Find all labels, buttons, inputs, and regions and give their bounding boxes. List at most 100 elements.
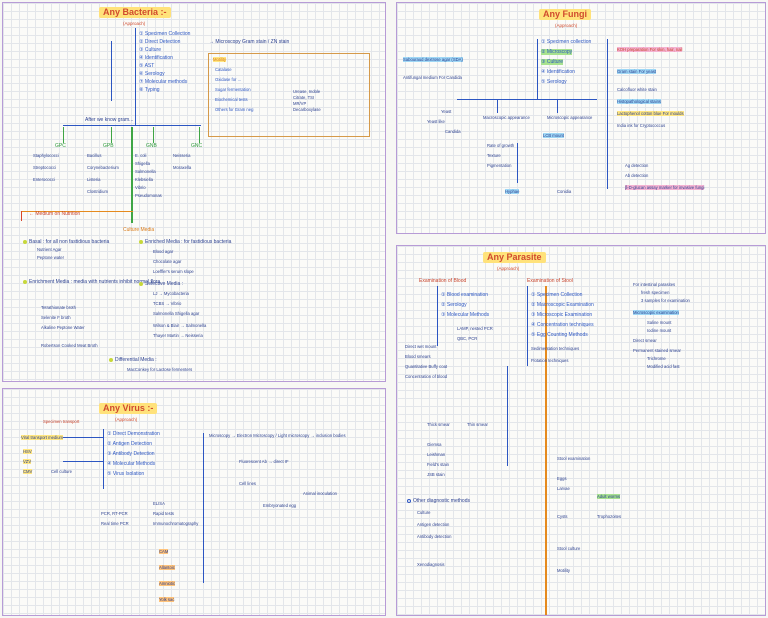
tree-growth-rate: Rate of growth [487,143,515,148]
wilson-blair: Wilson & Blair → Salmonella [153,323,207,328]
stool-larvae: Larvae [557,486,570,491]
step-ast: ⑤ AST [139,63,155,69]
egg-cam: CAM [159,549,169,554]
bdg-note: β-D-glucan assay marker for invasive fun… [625,185,705,190]
id-urease: Urease, Indole [293,89,321,94]
org-shigella: Shigella [135,161,150,166]
selective-media: Selective Media : [145,281,184,287]
virus-step-molecular: ④ Molecular Methods [107,461,156,467]
stool-trophozoites: Trophozoites [597,514,622,519]
identification-box [208,53,370,137]
org-vibrio: Vibrio [135,185,146,190]
id-citrate: Citrate, TSI [293,95,315,100]
tree-hyphae: Hyphae [505,189,520,194]
org-pseudomonas: Pseudomonas [135,193,162,198]
connector-line [457,99,597,100]
par-ab-detection: Antibody detection [417,534,452,539]
col-head-gpb: GPB [103,143,114,149]
tree-lcb: LCB mount [543,133,564,138]
ag-ict: Immunochromatography [153,521,199,526]
parasite-sheet: Any Parasite (Approach) Examination of B… [396,245,766,616]
macconkey: MacConkey for Lactose fermenters [127,367,193,372]
after-gram-note: After we know gram... [85,117,134,123]
saline-mount: Saline mount [647,320,672,325]
chocolate-agar: Chocolate agar [153,259,182,264]
virus-sheet: Any Virus :- (Approach) Specimen transpo… [2,388,386,616]
par-culture: Culture [417,510,431,515]
id-oxidase: Oxidase for ... [215,77,242,82]
tcbs: TCBS → Vibrio [153,301,182,306]
mod-afs: Modified acid fast [647,364,680,369]
cmv-label: CMV [23,469,33,474]
koh-note: KOH preparation For skin, hair, nail [617,47,683,52]
connector-line [21,211,22,221]
blood-agar: Blood agar [153,249,174,254]
culture-media-heading: Culture Media [123,227,155,233]
micro-exam-note: Microscopic examination [633,310,679,315]
exam-stool-heading: Examination of Stool [527,278,573,284]
id-gram-neg: Others for Gram neg [215,107,254,112]
connector-line [63,125,201,126]
stool-culture: Stool culture [557,546,581,551]
gram-stain-note: Gram stain For yeast [617,69,657,74]
tree-candida: Candida [445,129,461,134]
step-direct-detection: ② Direct Detection [139,39,181,45]
exam-blood-heading: Examination of Blood [419,278,467,284]
org-listeria: Listeria [87,177,101,182]
org-klebsiella: Klebsiella [135,177,153,182]
mol-pcr: PCR, RT-PCR [101,511,128,516]
ss-agar: Salmonella Shigella agar [153,311,200,316]
connector-line [63,461,103,462]
stool-concentration-step: ④ Concentration techniques [531,322,594,328]
connector-line [545,286,547,615]
ab-detection: Ab detection [625,173,649,178]
connector-line [557,99,558,113]
stained-smear: Permanent stained smear [633,348,681,353]
apw: Alkaline Peptone Water [41,325,85,330]
iso-cell-lines: Cell lines [239,481,256,486]
thin-smear: Thin smear [467,422,488,427]
iodine-mount: Iodine mount [647,328,672,333]
egg-amniotic: Amniotic [159,581,176,586]
org-clostridium: Clostridium [87,189,108,194]
mol-rtpcr: Real time PCR [101,521,129,526]
id-biochem: Biochemical tests [215,97,248,102]
virus-step-antigen: ② Antigen Detection [107,441,153,447]
direct-smear: Direct smear [633,338,657,343]
vtm-label: Viral transport medium [21,435,64,440]
id-decarb: Decarboxylase [293,107,321,112]
ag-detection: Ag detection [625,163,649,168]
connector-line [607,39,608,189]
virus-subtitle: (Approach) [115,417,138,422]
stool-eggs: Eggs [557,476,567,481]
step-culture: ③ Culture [139,47,161,53]
col-head-gnc: GNC [191,143,203,149]
connector-line [103,429,104,489]
lcb-note: Lactophenol cotton blue For moulds [617,111,684,116]
egg-allantoic: Allantoic [159,565,175,570]
loeffler: Loeffler's serum slope [153,269,194,274]
hsv-label: HSV [23,449,32,454]
fungi-step-identification: ④ Identification [541,69,575,75]
vzv-label: VZV [23,459,32,464]
connector-line [153,127,154,143]
step-typing: ⑧ Typing [139,87,160,93]
connector-line [131,127,133,223]
connector-line [203,433,204,583]
org-neisseria: Neisseria [173,153,191,158]
leishman: Leishman [427,452,446,457]
connector-line [63,437,103,438]
blood-smears: Blood smears [405,354,431,359]
tree-texture: Texture [487,153,501,158]
antifungal-note: Antifungal medium For Candida [403,75,462,80]
iso-animal: Animal inoculation [303,491,337,496]
virus-step-isolation: ⑤ Virus Isolation [107,471,145,477]
step-molecular: ⑦ Molecular methods [139,79,188,85]
fungi-step-serology: ⑤ Serology [541,79,567,85]
specimen-transport: Specimen transport [43,419,80,424]
fresh-specimen: fresh specimen [641,290,670,295]
tree-conidia: Conidia [557,189,572,194]
parasite-title: Any Parasite [483,252,546,263]
sedimentation-note: Sedimentation techniques [531,346,580,351]
media-nutrition-note: ← Medium on Nutrition [29,211,81,217]
